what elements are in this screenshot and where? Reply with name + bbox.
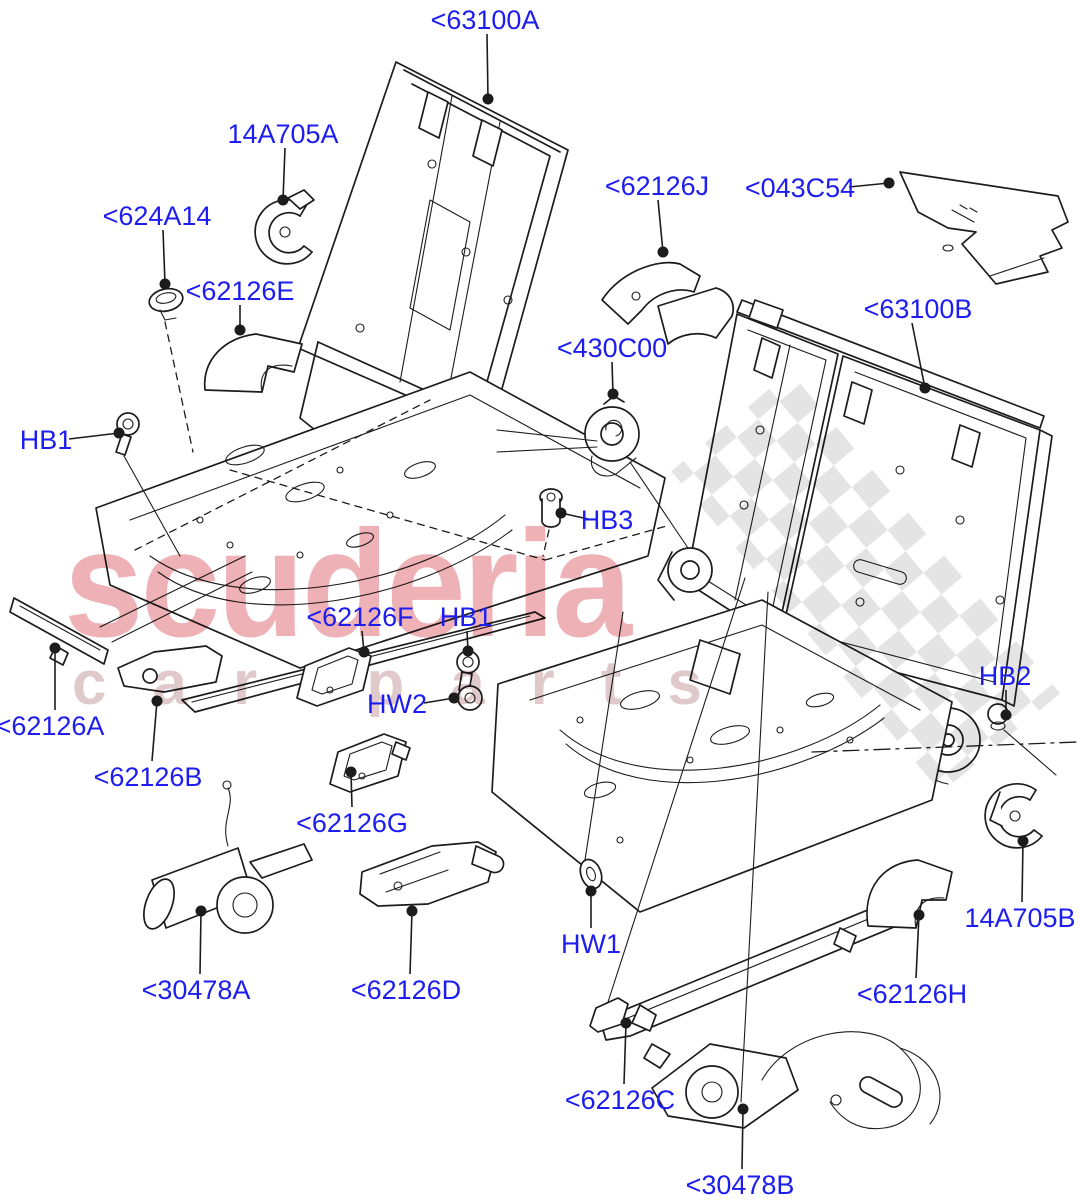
- leader-dot-62126G: [345, 766, 357, 778]
- leader-line-62126D: [409, 910, 413, 975]
- leader-line-14A705B: [1021, 840, 1024, 903]
- part-label-62126C[interactable]: <62126C: [564, 1085, 676, 1115]
- leader-dot-63100A: [482, 93, 494, 105]
- part-label-63100B[interactable]: <63100B: [863, 294, 973, 324]
- leader-dot-62126F: [358, 646, 370, 658]
- part-label-62126B[interactable]: <62126B: [93, 762, 203, 792]
- part-label-62126E[interactable]: <62126E: [185, 276, 295, 306]
- leader-dot-14A705A: [277, 194, 289, 206]
- part-label-14A705B[interactable]: 14A705B: [964, 903, 1076, 933]
- leader-line-63100A: [486, 33, 489, 100]
- leader-dot-30478B: [737, 1103, 749, 1115]
- part-label-62126A[interactable]: <62126A: [0, 711, 105, 741]
- leader-line-62126G: [350, 771, 353, 808]
- leader-line-30478A: [199, 910, 202, 975]
- leader-line-62126C: [623, 1022, 627, 1085]
- leader-line-30478B: [741, 1108, 744, 1170]
- part-label-HW1[interactable]: HW1: [561, 929, 621, 959]
- part-label-62126G[interactable]: <62126G: [296, 808, 408, 838]
- part-label-30478A[interactable]: <30478A: [141, 975, 251, 1005]
- leader-dot-14A705B: [1017, 835, 1029, 847]
- leader-dot-62126D: [406, 905, 418, 917]
- part-label-63100A[interactable]: <63100A: [430, 5, 540, 35]
- leader-dot-62126C: [620, 1017, 632, 1029]
- leader-dot-HB1a: [113, 427, 125, 439]
- leader-dot-62126H: [913, 909, 925, 921]
- leader-line-63100B: [911, 322, 926, 389]
- part-label-HB1a[interactable]: HB1: [19, 425, 73, 455]
- leader-line-624A14: [162, 229, 166, 285]
- leader-dot-043C54: [883, 177, 895, 189]
- leader-dot-62126A: [49, 642, 61, 654]
- part-label-624A14[interactable]: <624A14: [102, 201, 212, 231]
- part-label-430C00[interactable]: <430C00: [556, 333, 668, 363]
- leader-dot-HB2: [1000, 709, 1012, 721]
- part-label-HW2[interactable]: HW2: [367, 689, 427, 719]
- leader-line-62126B: [151, 700, 158, 762]
- leader-dot-430C00: [607, 388, 619, 400]
- leader-dot-HB1b: [462, 645, 474, 657]
- part-label-62126F[interactable]: <62126F: [306, 602, 414, 632]
- part-label-62126J[interactable]: <62126J: [604, 171, 710, 201]
- leader-line-62126J: [657, 199, 664, 253]
- part-label-HB3[interactable]: HB3: [580, 505, 634, 535]
- part-label-HB2[interactable]: HB2: [978, 661, 1032, 691]
- leader-dot-30478A: [195, 905, 207, 917]
- part-label-62126D[interactable]: <62126D: [350, 975, 462, 1005]
- leader-dot-HW1: [585, 885, 597, 897]
- leader-line-HB1a: [68, 432, 120, 440]
- leader-dot-62126B: [151, 695, 163, 707]
- leader-dot-HB3: [555, 507, 567, 519]
- part-label-62126H[interactable]: <62126H: [856, 979, 968, 1009]
- part-label-14A705A[interactable]: 14A705A: [227, 119, 339, 149]
- part-label-043C54[interactable]: <043C54: [744, 173, 856, 203]
- leader-dot-62126E: [234, 324, 246, 336]
- leader-dot-HW2: [448, 692, 460, 704]
- part-label-HB1b[interactable]: HB1: [439, 602, 493, 632]
- left-seat-base-illustration: [95, 371, 666, 669]
- leader-dot-63100B: [919, 382, 931, 394]
- small-parts-illustration: [115, 171, 1069, 1130]
- part-label-30478B[interactable]: <30478B: [685, 1170, 795, 1200]
- leader-line-043C54: [848, 182, 890, 188]
- leader-line-14A705A: [282, 147, 286, 201]
- leader-dot-624A14: [159, 278, 171, 290]
- leader-dot-62126J: [657, 246, 669, 258]
- leader-line-62126H: [915, 914, 920, 979]
